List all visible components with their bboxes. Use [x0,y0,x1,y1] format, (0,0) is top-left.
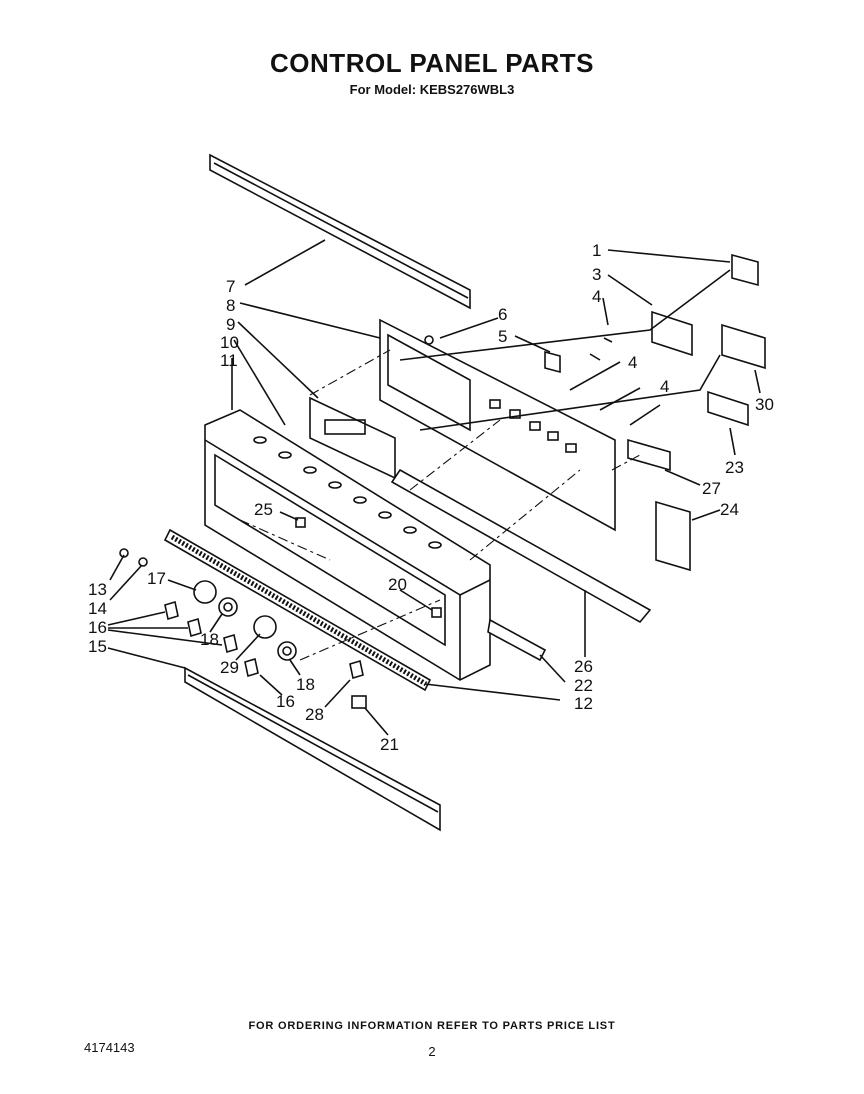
callout-25: 25 [254,500,273,519]
callout-26: 26 [574,657,593,676]
callout-27: 27 [702,479,721,498]
assembly-lines [239,349,641,661]
callout-17: 17 [147,569,166,588]
callout-30: 30 [755,395,774,414]
callout-9: 9 [226,315,235,334]
callout-28: 28 [305,705,324,724]
callout-21: 21 [380,735,399,754]
callout-11: 11 [220,351,238,370]
callout-23: 23 [725,458,744,477]
callout-7: 7 [226,277,235,296]
keypad-overlay [163,528,432,692]
support-rail [487,618,547,662]
callout-10: 10 [220,333,239,352]
knobs-and-bezels [119,517,442,709]
leader-lines [107,239,761,736]
exploded-parts-diagram: 1 3 4 5 6 7 8 9 10 11 4 4 30 23 27 24 25… [88,153,774,832]
control-panel-housing [204,409,491,681]
callout-14: 14 [88,599,107,618]
ordering-note: FOR ORDERING INFORMATION REFER TO PARTS … [248,1020,616,1032]
top-trim-strip [209,153,471,310]
callout-5: 5 [498,327,507,346]
callout-4b: 4 [628,353,637,372]
model-subtitle: For Model: KEBS276WBL3 [349,82,515,97]
control-bracket [379,318,616,532]
callout-16b: 16 [276,692,295,711]
callout-8: 8 [226,296,235,315]
callout-29: 29 [220,658,239,677]
callout-labels: 1 3 4 5 6 7 8 9 10 11 4 4 30 23 27 24 25… [88,241,774,754]
callout-24: 24 [720,500,739,519]
callout-20: 20 [388,575,407,594]
callout-1: 1 [592,241,601,260]
callout-18b: 18 [296,675,315,694]
callout-16: 16 [88,618,107,637]
callout-22: 22 [574,676,593,695]
switches-and-relays [399,253,766,572]
callout-18: 18 [200,630,219,649]
document-number: 4174143 [84,1040,135,1055]
callout-12: 12 [574,694,593,713]
callout-6: 6 [498,305,507,324]
bottom-trim-strip [184,666,441,832]
callout-3: 3 [592,265,601,284]
page-number: 2 [428,1044,436,1059]
page-title: CONTROL PANEL PARTS [270,48,594,78]
callout-15: 15 [88,637,107,656]
callout-4c: 4 [660,377,669,396]
callout-4: 4 [592,287,601,306]
callout-13: 13 [88,580,107,599]
lower-channel-strip [390,468,652,624]
